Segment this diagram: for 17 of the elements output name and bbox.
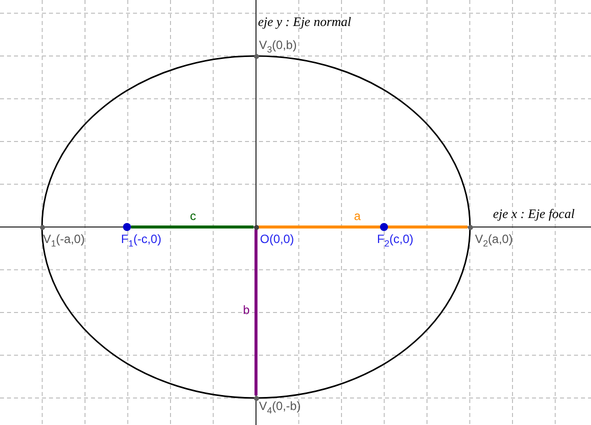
point — [254, 224, 294, 246]
segment-line — [258, 226, 468, 228]
segment-line — [254, 230, 258, 396]
axis-title: eje x : Eje focal — [493, 206, 575, 222]
point-label: O(0,0) — [260, 232, 294, 246]
point-label: V$_{2}$(a,0) — [475, 232, 513, 250]
point — [254, 38, 297, 58]
point-label: V$_{1}$(-a,0) — [43, 232, 85, 250]
point-label: V$_{4}$(0,-b) — [259, 399, 301, 418]
point-label: V$_{3}$(0,b) — [259, 38, 297, 56]
edge-label: a — [354, 209, 361, 223]
point-label: F$_{2}$(c,0) — [377, 232, 414, 250]
edge-label: c — [190, 209, 196, 223]
segment-line — [131, 226, 254, 228]
axis-title: eje y : Eje normal — [258, 14, 352, 30]
edge-label: b — [243, 303, 250, 317]
point-label: F$_{1}$(-c,0) — [121, 232, 162, 250]
